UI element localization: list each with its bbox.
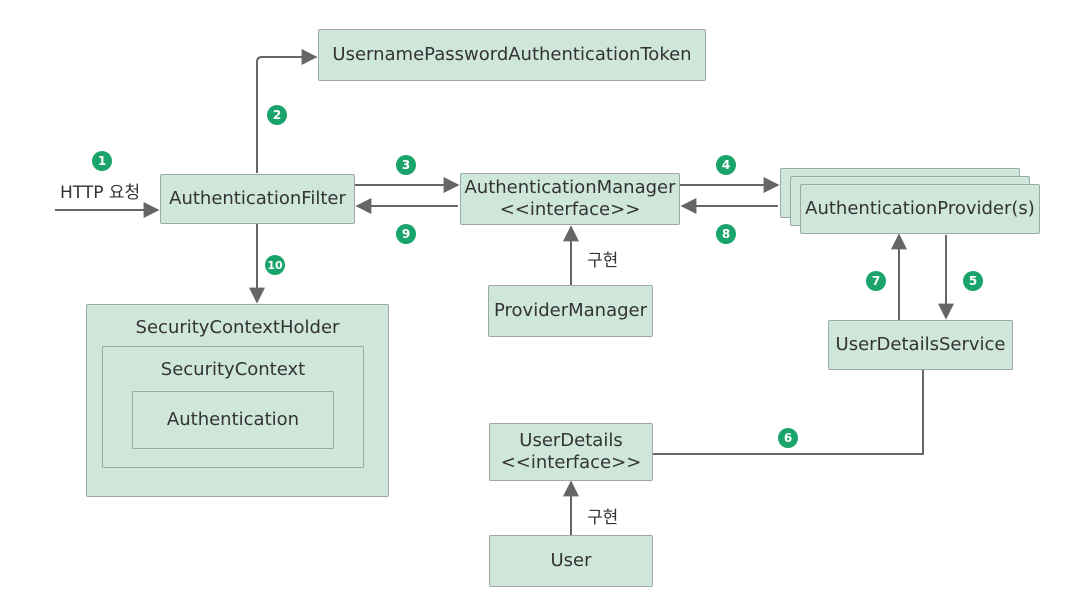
user-details-label: UserDetails (519, 429, 623, 451)
step-1-badge: 1 (92, 151, 112, 171)
step-9-badge: 9 (396, 224, 416, 244)
username-password-token-box: UsernamePasswordAuthenticationToken (318, 29, 706, 81)
step-5-badge: 5 (963, 271, 983, 291)
provider-manager-label: ProviderManager (493, 299, 647, 321)
step-6-badge: 6 (778, 428, 798, 448)
authentication-filter-box: AuthenticationFilter (160, 174, 355, 224)
authentication-filter-label: AuthenticationFilter (169, 187, 346, 209)
arrow-step-6 (653, 370, 924, 455)
authentication-provider-label: AuthenticationProvider(s) (805, 197, 1035, 219)
implements-label-userdetails: 구현 (587, 508, 619, 528)
implements-label-manager: 구현 (587, 251, 619, 271)
user-details-service-label: UserDetailsService (835, 333, 1006, 355)
step-10-badge: 10 (265, 255, 285, 275)
authentication-provider-box: AuthenticationProvider(s) (800, 184, 1040, 234)
step-8-badge: 8 (716, 224, 736, 244)
step-2-badge: 2 (267, 105, 287, 125)
step-3-badge: 3 (396, 155, 416, 175)
authentication-manager-stereotype: <<interface>> (499, 199, 641, 220)
authentication-manager-box: AuthenticationManager <<interface>> (460, 173, 680, 225)
security-context-holder-label: SecurityContextHolder (135, 317, 340, 338)
user-box: User (489, 535, 653, 587)
authentication-box: Authentication (132, 391, 334, 449)
user-label: User (550, 549, 592, 571)
user-details-box: UserDetails <<interface>> (489, 423, 653, 481)
user-details-service-box: UserDetailsService (828, 320, 1013, 370)
arrow-step-2 (256, 49, 318, 173)
provider-manager-box: ProviderManager (488, 285, 653, 337)
username-password-token-label: UsernamePasswordAuthenticationToken (332, 43, 692, 65)
security-context-label: SecurityContext (160, 359, 306, 380)
authentication-label: Authentication (166, 408, 300, 430)
step-4-badge: 4 (716, 155, 736, 175)
step-7-badge: 7 (866, 271, 886, 291)
authentication-manager-label: AuthenticationManager (464, 176, 676, 198)
user-details-stereotype: <<interface>> (500, 452, 642, 473)
http-request-label: HTTP 요청 (60, 183, 141, 203)
